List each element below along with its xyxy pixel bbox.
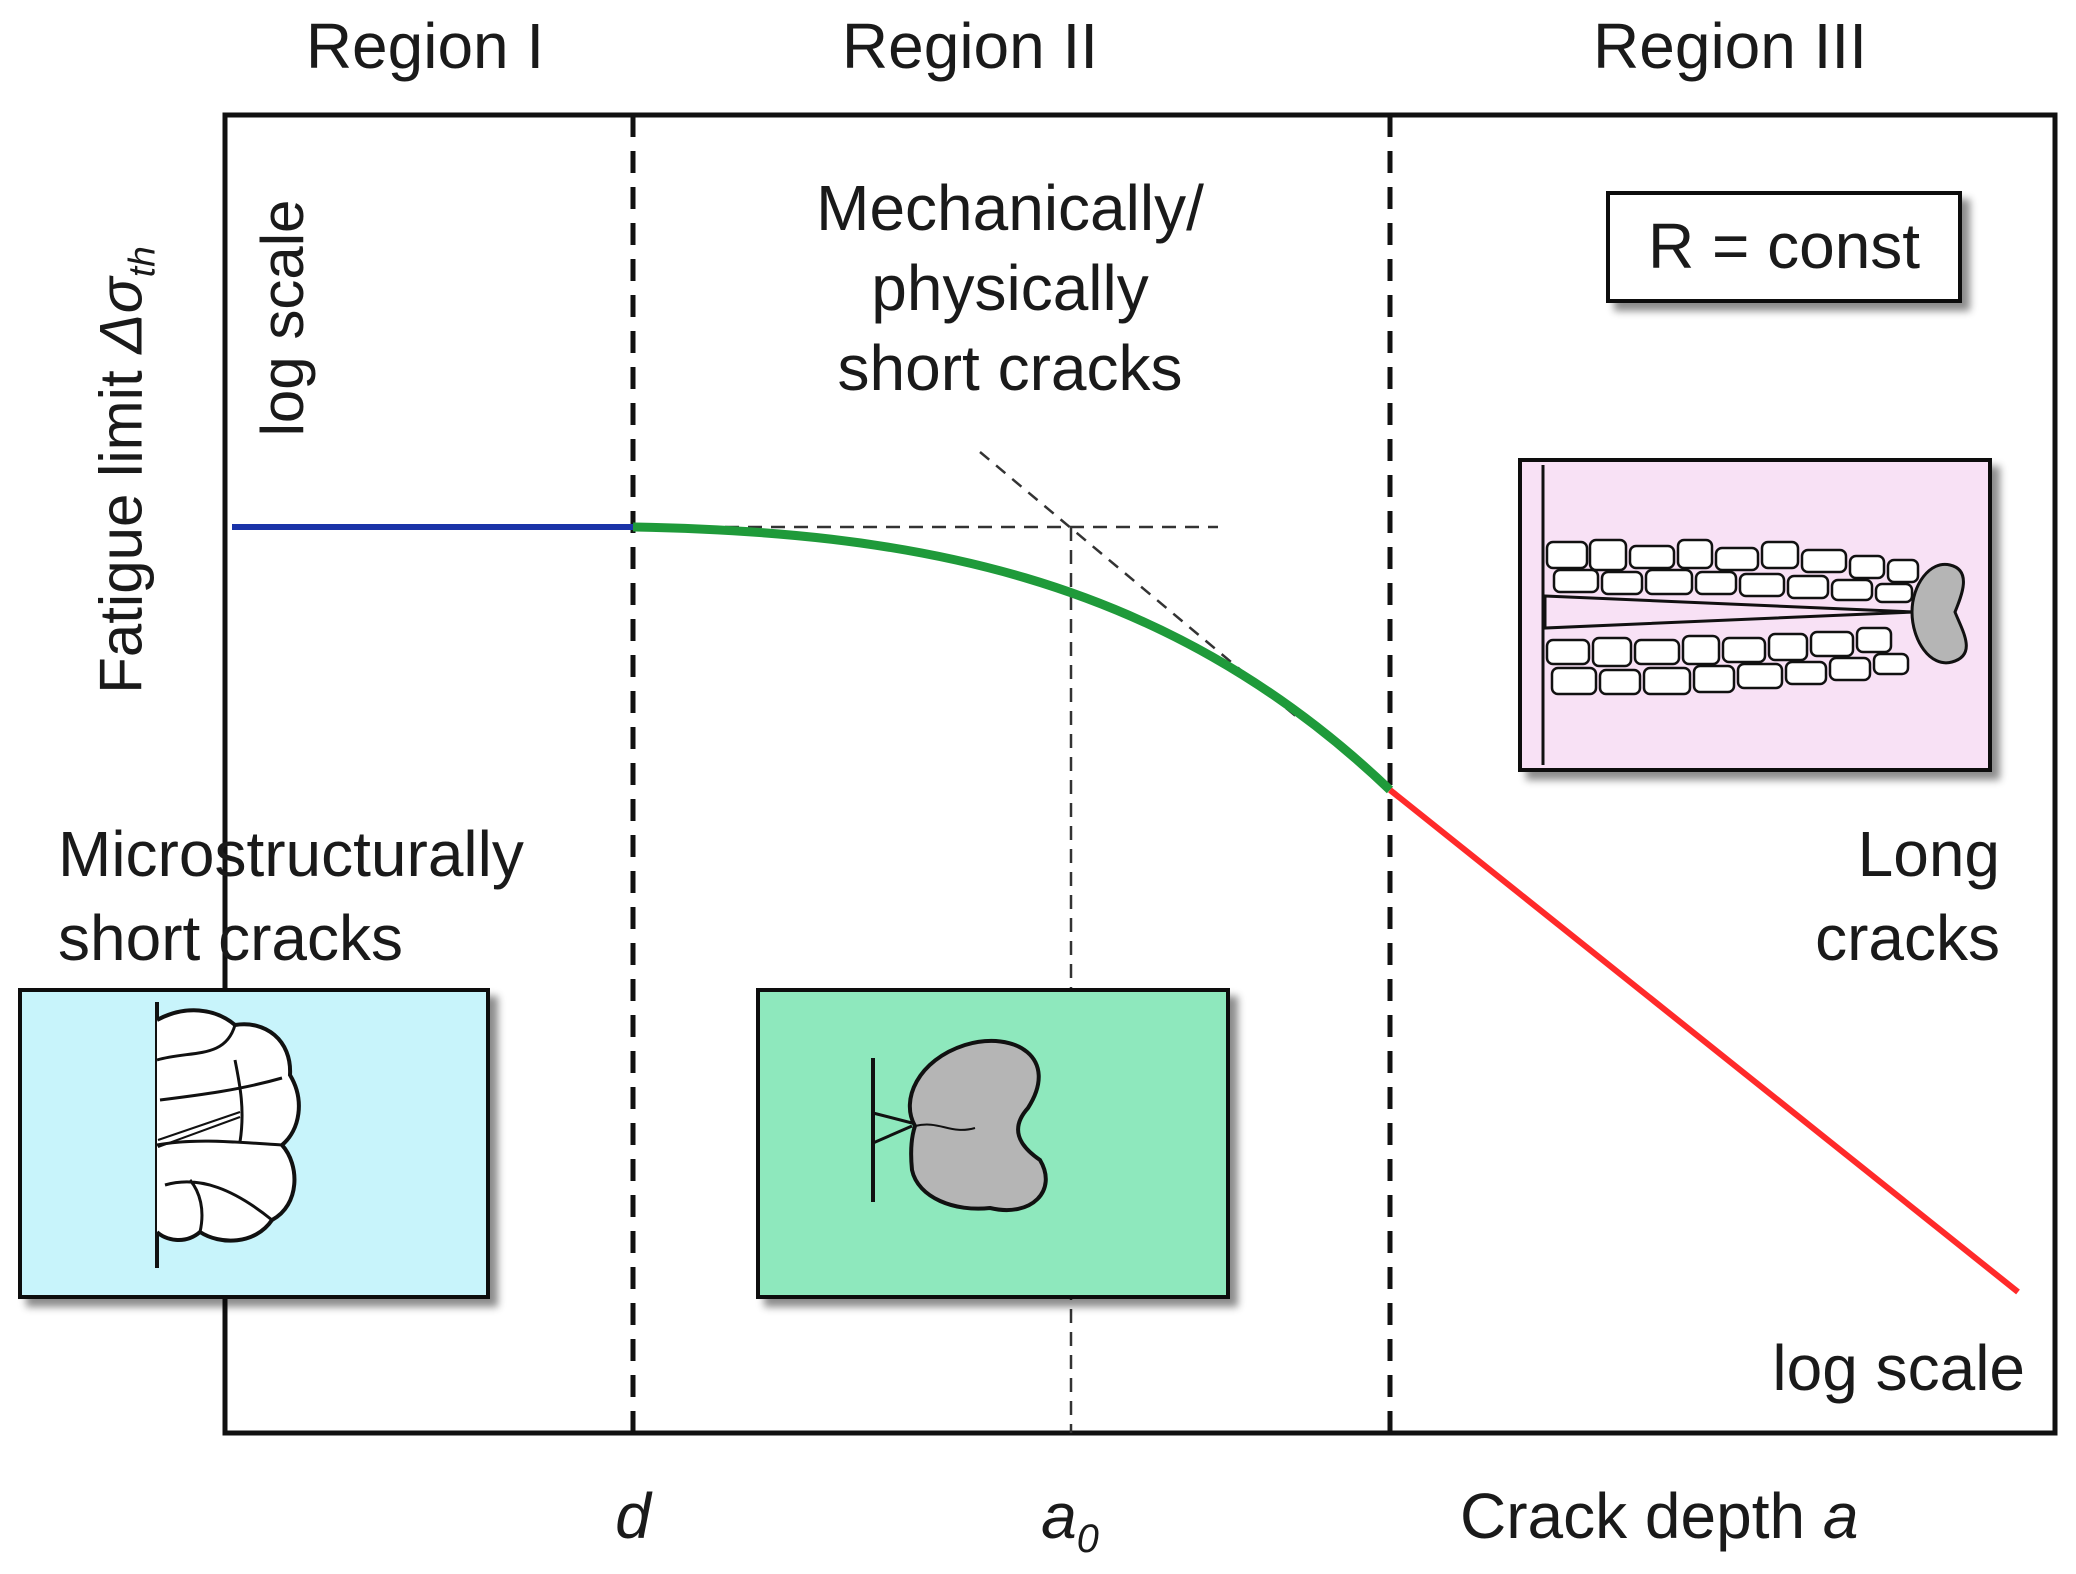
x-axis-label-text: Crack depth [1460,1480,1823,1552]
x-tick-d: d [615,1480,651,1552]
x-axis-variable: a [1822,1480,1859,1552]
plot-frame [222,112,2058,1436]
region3-curve [1388,787,2020,1295]
y-axis-label: Fatigue limit Δσth [86,246,165,694]
y-axis-subscript: th [120,246,163,278]
x-axis-label: Crack depth a [1460,1478,1858,1555]
y-axis-scale-note: log scale [249,199,316,437]
mechanical-cracks-label: Mechanically/ physically short cracks [780,168,1240,408]
micro-crack-inset [18,988,490,1299]
y-axis-symbol: Δσ [87,277,155,354]
region-1-label: Region I [305,10,545,82]
x-tick-a0-sub: 0 [1076,1516,1099,1561]
region-2-label: Region II [841,10,1099,82]
ratio-box-frame [1606,191,1962,303]
region-3-label: Region III [1593,10,1867,82]
y-axis-label-text: Fatigue limit [87,353,155,694]
micro-line-1: Microstructurally [58,818,524,890]
region2-curve [632,522,1394,794]
long-line-2: cracks [1815,902,2000,974]
long-crack-inset [1518,458,1992,772]
mechanical-crack-inset [756,988,1230,1299]
x-axis-scale-note: log scale [1772,1332,2025,1404]
ratio-label: R = const [1647,210,1921,282]
x-tick-a0: a0 [1010,1478,1130,1564]
micro-cracks-label: Microstructurally short cracks [58,812,524,980]
long-cracks-label: Long cracks [1700,812,2000,980]
x-tick-a0-main: a [1041,1480,1077,1552]
mechanical-line-2: physically [871,252,1149,324]
mechanical-line-1: Mechanically/ [816,172,1204,244]
long-line-1: Long [1857,818,2000,890]
mechanical-line-3: short cracks [837,332,1183,404]
micro-line-2: short cracks [58,902,403,974]
